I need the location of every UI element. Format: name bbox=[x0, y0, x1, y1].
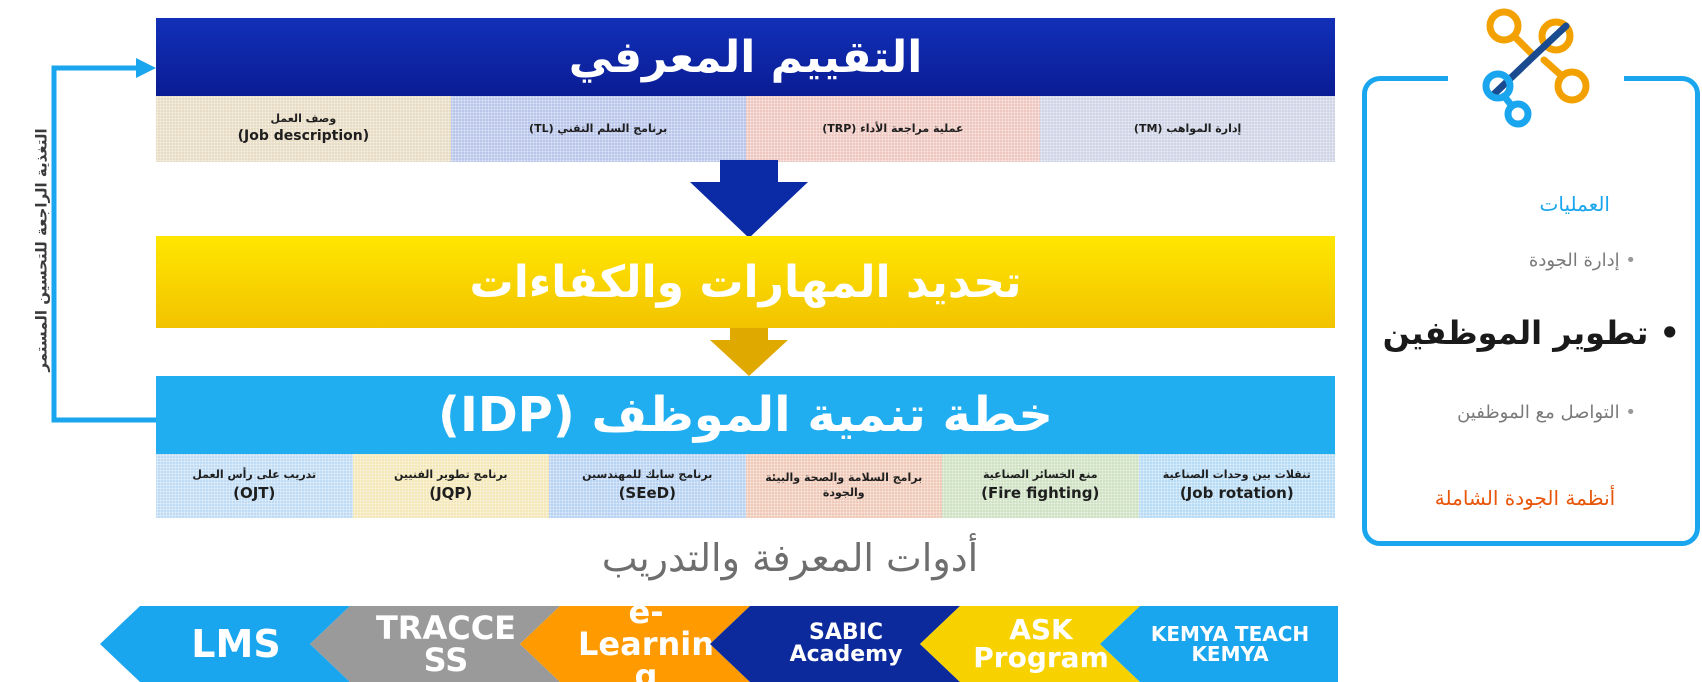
cell-text-ar: عملية مراجعة الأداء (TRP) bbox=[822, 121, 964, 135]
idp-banner: خطة تنمية الموظف (IDP) bbox=[156, 376, 1335, 454]
cognitive-cells: إدارة المواهب (TM) عملية مراجعة الأداء (… bbox=[156, 96, 1335, 162]
cell-text-ar: برامج السلامة والصحة والبيئة والجودة bbox=[765, 471, 923, 499]
cell-text-ar: برنامج سابك للمهندسين bbox=[582, 468, 713, 482]
feedback-loop-arrow bbox=[51, 58, 156, 423]
panel-bullet-quality: • إدارة الجودة bbox=[1380, 250, 1636, 271]
cell-text-ar: منع الخسائر الصناعية bbox=[982, 468, 1098, 482]
cell-seed: برنامج سابك للمهندسين (SEeD) bbox=[549, 454, 746, 518]
cell-text-en: (Fire fighting) bbox=[981, 484, 1100, 503]
logo-backdrop bbox=[1448, 0, 1624, 130]
idp-title: خطة تنمية الموظف (IDP) bbox=[438, 387, 1053, 443]
chevron-label: KEMYA TEACH KEMYA bbox=[1150, 622, 1310, 666]
cell-technical-ladder: برنامج السلم التقني (TL) bbox=[450, 96, 746, 162]
panel-bullet-text: التواصل مع الموظفين bbox=[1457, 402, 1620, 423]
chevron-label: TRACCE SS bbox=[375, 609, 517, 679]
down-arrow-2 bbox=[710, 328, 788, 376]
cell-job-rotation: تنقلات بين وحدات الصناعية (Job rotation) bbox=[1138, 454, 1335, 518]
skills-banner: تحديد المهارات والكفاءات bbox=[156, 236, 1335, 328]
cell-text-ar: إدارة المواهب (TM) bbox=[1133, 121, 1242, 135]
cell-text-en: (SEeD) bbox=[618, 484, 676, 503]
cell-text-en: (OJT) bbox=[233, 484, 276, 503]
cell-ojt: تدريب على رأس العمل (OJT) bbox=[156, 454, 353, 518]
cell-text-ar: تنقلات بين وحدات الصناعية bbox=[1162, 468, 1311, 482]
chevron-traccess: TRACCE SS bbox=[310, 606, 560, 682]
network-icon bbox=[1482, 8, 1590, 128]
panel-bullet-text: تطوير الموظفين bbox=[1382, 314, 1649, 352]
feedback-label: التغذية الراجعة للتحسين المستمر bbox=[33, 128, 52, 372]
chevron-label: ASK Program bbox=[973, 613, 1109, 674]
skills-title: تحديد المهارات والكفاءات bbox=[469, 256, 1022, 308]
bullet-dot: • bbox=[1659, 314, 1680, 352]
chevron-label: LMS bbox=[191, 622, 281, 666]
cell-fire-fighting: منع الخسائر الصناعية (Fire fighting) bbox=[942, 454, 1139, 518]
cell-text-ar: برنامج السلم التقني (TL) bbox=[529, 121, 668, 135]
cell-text-en: (Job rotation) bbox=[1179, 484, 1294, 503]
panel-bullet-development: • تطوير الموظفين bbox=[1362, 314, 1680, 352]
operations-panel bbox=[1362, 76, 1700, 546]
panel-bullet-text: إدارة الجودة bbox=[1528, 250, 1620, 271]
cell-text-ar: وصف العمل bbox=[270, 112, 337, 126]
cognitive-assessment-title: التقييم المعرفي bbox=[568, 31, 923, 83]
tools-title: أدوات المعرفة والتدريب bbox=[601, 536, 979, 580]
bullet-dot: • bbox=[1625, 402, 1636, 423]
cognitive-assessment-banner: التقييم المعرفي bbox=[156, 18, 1335, 96]
cell-text-ar: برنامج تطوير الفنيين bbox=[393, 468, 508, 482]
idp-cells: تنقلات بين وحدات الصناعية (Job rotation)… bbox=[156, 454, 1335, 518]
cell-talent-management: إدارة المواهب (TM) bbox=[1040, 96, 1335, 162]
chevron-label: e- Learnin g bbox=[578, 593, 714, 682]
chevron-kemya: KEMYA TEACH KEMYA bbox=[1100, 606, 1338, 682]
panel-bullet-communication: • التواصل مع الموظفين bbox=[1380, 402, 1636, 423]
chevron-sabic-academy: SABIC Academy bbox=[710, 606, 960, 682]
cell-text-en: (Job description) bbox=[237, 127, 370, 144]
cell-performance-review: عملية مراجعة الأداء (TRP) bbox=[745, 96, 1041, 162]
chevron-lms: LMS bbox=[100, 606, 350, 682]
chevron-label: SABIC Academy bbox=[789, 620, 903, 667]
chevron-ask-program: ASK Program bbox=[920, 606, 1140, 682]
panel-footer: أنظمة الجودة الشاملة bbox=[1434, 486, 1616, 510]
cell-jqp: برنامج تطوير الفنيين (JQP) bbox=[352, 454, 549, 518]
panel-heading: العمليات bbox=[1539, 192, 1610, 216]
tools-chevrons: LMS TRACCE SS e- Learnin g SABIC Academy… bbox=[0, 606, 1340, 682]
bullet-dot: • bbox=[1625, 250, 1636, 271]
feedback-arrowhead bbox=[136, 58, 156, 78]
cell-hse-quality: برامج السلامة والصحة والبيئة والجودة bbox=[745, 454, 942, 518]
feedback-label-wrap: التغذية الراجعة للتحسين المستمر bbox=[28, 70, 56, 430]
cell-job-description: وصف العمل (Job description) bbox=[156, 96, 451, 162]
cell-text-ar: تدريب على رأس العمل bbox=[192, 468, 317, 482]
down-arrow-1 bbox=[690, 160, 808, 238]
cell-text-en: (JQP) bbox=[429, 484, 473, 503]
